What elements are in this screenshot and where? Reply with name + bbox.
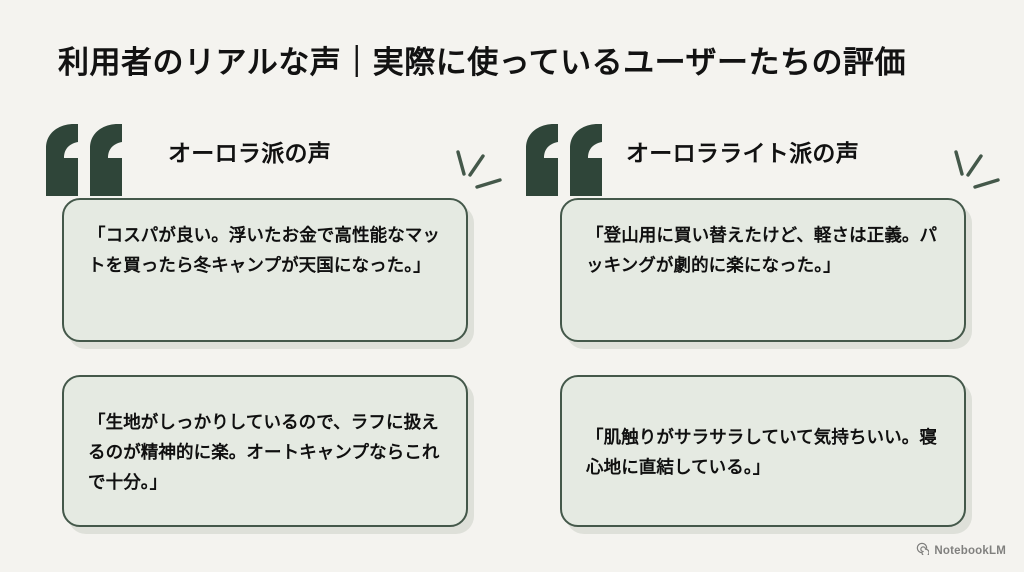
testimonial-text: 「肌触りがサラサラしていて気持ちいい。寝心地に直結している。」 [586, 426, 937, 477]
watermark-label: NotebookLM [934, 544, 1006, 557]
page-title: 利用者のリアルな声｜実際に使っているユーザーたちの評価 [58, 45, 907, 80]
notebooklm-spiral-icon [915, 541, 930, 560]
testimonial-column-aurora-light: オーロラライト派の声 [520, 124, 960, 198]
testimonial-column-aurora: オーロラ派の声 [40, 124, 480, 198]
testimonial-text: 「コスパが良い。浮いたお金で高性能なマットを買ったら冬キャンプが天国になった。」 [88, 225, 440, 276]
testimonial-card: 「生地がしっかりしているので、ラフに扱えるのが精神的に楽。オートキャンプならこれ… [62, 375, 468, 527]
column-header-aurora-light: オーロラライト派の声 [520, 124, 960, 198]
column-title-aurora: オーロラ派の声 [168, 140, 332, 166]
testimonial-card: 「コスパが良い。浮いたお金で高性能なマットを買ったら冬キャンプが天国になった。」 [62, 198, 468, 342]
testimonial-card: 「肌触りがサラサラしていて気持ちいい。寝心地に直結している。」 [560, 375, 966, 527]
watermark: NotebookLM [915, 541, 1006, 560]
quote-open-icon [520, 122, 616, 202]
testimonial-text: 「生地がしっかりしているので、ラフに扱えるのが精神的に楽。オートキャンプならこれ… [88, 411, 440, 493]
testimonial-text: 「登山用に買い替えたけど、軽さは正義。パッキングが劇的に楽になった。」 [586, 225, 938, 276]
column-title-aurora-light: オーロラライト派の声 [626, 140, 859, 166]
quote-open-icon [40, 122, 136, 202]
column-header-aurora: オーロラ派の声 [40, 124, 480, 198]
testimonial-card: 「登山用に買い替えたけど、軽さは正義。パッキングが劇的に楽になった。」 [560, 198, 966, 342]
